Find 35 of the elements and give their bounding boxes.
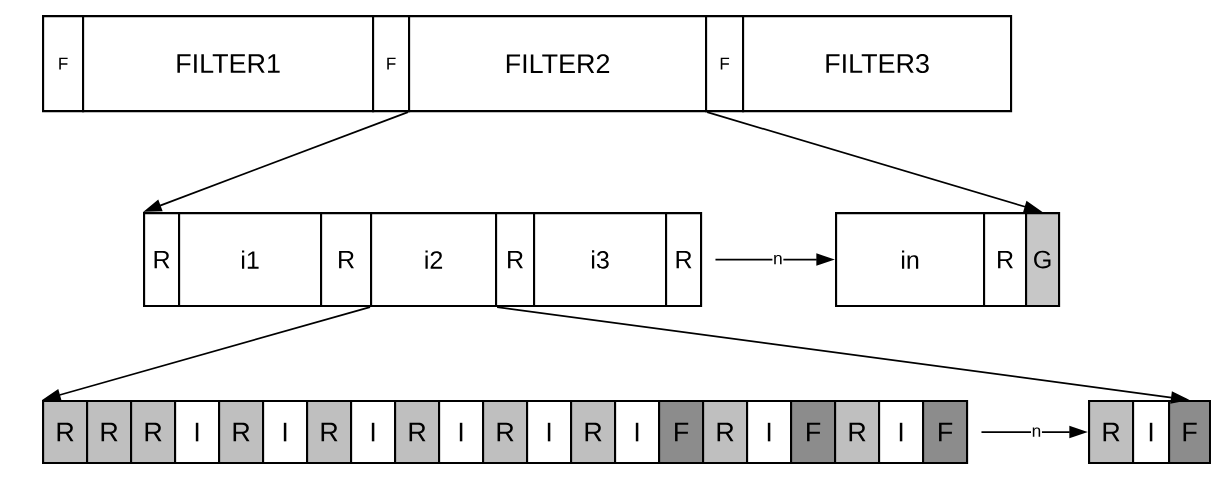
letter-cell: R	[42, 400, 89, 465]
letter-cell: R	[143, 212, 181, 308]
letter-cell: F	[790, 400, 837, 465]
letter-cell: F	[372, 15, 411, 113]
letter-cell: I	[174, 400, 221, 465]
letter-cell: F	[42, 15, 85, 113]
letter-cell: R	[306, 400, 353, 465]
edge-label: n	[1031, 426, 1042, 438]
letter-cell: R	[394, 400, 441, 465]
letter-cell: F	[1168, 400, 1211, 465]
letter-cell: R	[665, 212, 703, 308]
letter-cell: R	[834, 400, 881, 465]
letter-cell: I	[262, 400, 309, 465]
letter-cell: R	[86, 400, 133, 465]
letter-cell: R	[1088, 400, 1135, 465]
letter-cell: F	[658, 400, 705, 465]
letter-cell: R	[983, 212, 1028, 308]
letter-cell: F	[922, 400, 969, 465]
letter-cell: R	[495, 212, 536, 308]
edge-label: n	[772, 254, 784, 265]
letter-cell: G	[1025, 212, 1061, 308]
letter-cell: I	[1132, 400, 1171, 465]
letter-cell: R	[130, 400, 177, 465]
letter-cell: I	[526, 400, 573, 465]
letter-cell: R	[570, 400, 617, 465]
letter-cell: I	[438, 400, 485, 465]
letter-cell: R	[320, 212, 373, 308]
letter-cell: I	[878, 400, 925, 465]
letter-cell: I	[746, 400, 793, 465]
letter-cell: F	[705, 15, 745, 113]
letter-cell: R	[218, 400, 265, 465]
letter-cell: I	[350, 400, 397, 465]
letter-cell: R	[482, 400, 529, 465]
letter-cell: R	[702, 400, 749, 465]
letter-cell: I	[614, 400, 661, 465]
